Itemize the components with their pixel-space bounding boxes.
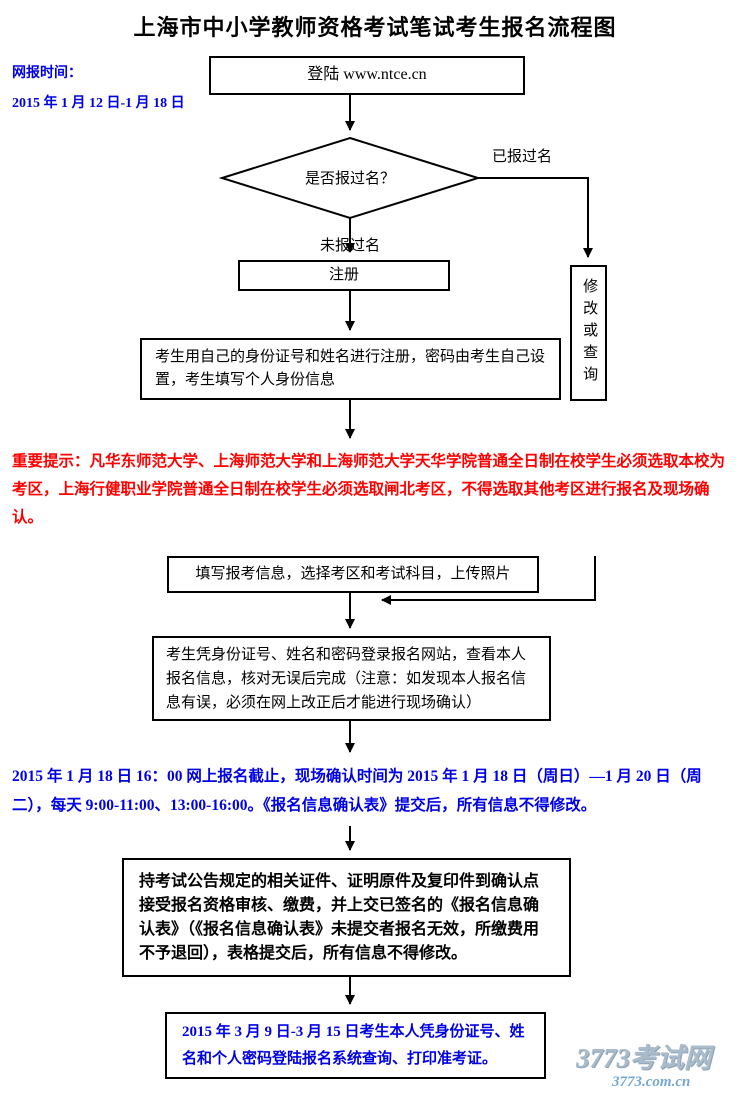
reg-time-value: 2015 年 1 月 12 日-1 月 18 日 [12, 96, 185, 111]
important-notice: 重要提示：凡华东师范大学、上海师范大学和上海师范大学天华学院普通全日制在校学生必… [12, 453, 726, 526]
branch-label-not-registered: 未报过名 [320, 238, 381, 254]
flow-step-modify-query: 修改或查询 [570, 265, 607, 401]
flow-step-print-ticket: 2015 年 3 月 9 日-3 月 15 日考生本人凭身份证号、姓名和个人密码… [165, 1012, 546, 1079]
flow-step-register: 注册 [238, 260, 450, 291]
reg-time-label: 网报时间： [12, 66, 82, 81]
page-title: 上海市中小学教师资格考试笔试考生报名流程图 [133, 15, 617, 40]
watermark-site-url: 3773.com.cn [612, 1074, 691, 1090]
watermark-site-name: 3773考试网 [576, 1043, 711, 1073]
flow-decision-label: 是否报过名？ [304, 171, 395, 187]
flow-step-onsite-confirm: 持考试公告规定的相关证件、证明原件及复印件到确认点接受报名资格审核、缴费，并上交… [122, 858, 571, 977]
arrow-decision-to-modify [478, 177, 593, 258]
flow-step-fill-info: 填写报考信息，选择考区和考试科目，上传照片 [167, 556, 539, 593]
deadline-notice: 2015 年 1 月 18 日 16：00 网上报名截止，现场确认时间为 201… [12, 768, 702, 814]
flow-step-register-detail: 考生用自己的身份证号和姓名进行注册，密码由考生自己设置，考生填写个人身份信息 [140, 338, 561, 400]
branch-label-registered: 已报过名 [492, 149, 553, 165]
flow-step-login: 登陆 www.ntce.cn [209, 56, 525, 95]
flow-step-verify: 考生凭身份证号、姓名和密码登录报名网站，查看本人报名信息，核对无误后完成（注意：… [152, 636, 551, 721]
